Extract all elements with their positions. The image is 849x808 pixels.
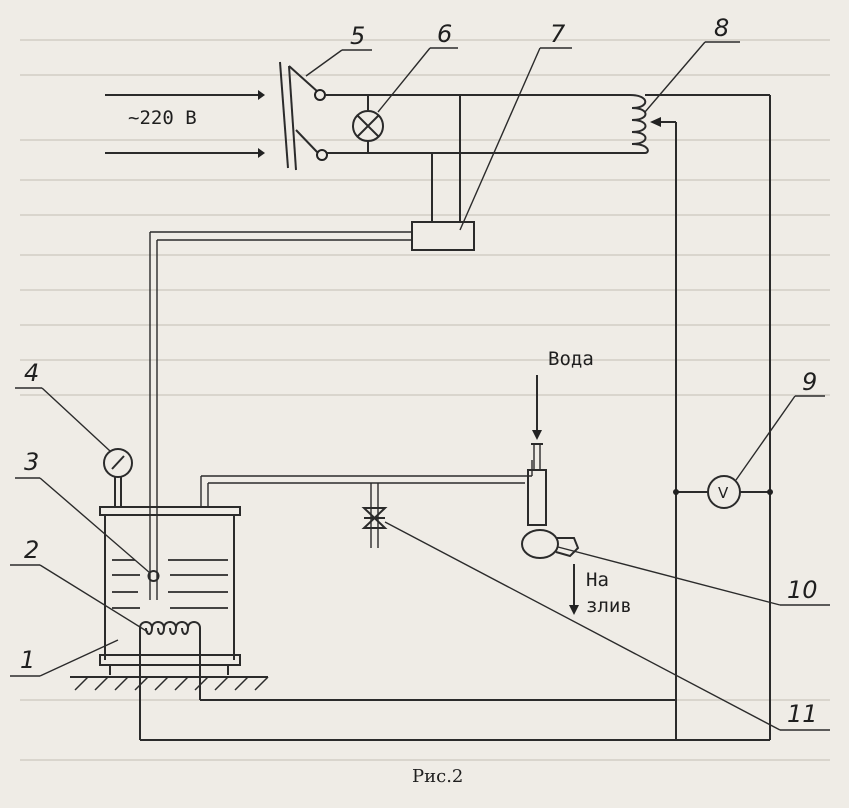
relay-block-7: [149, 95, 475, 560]
drain-label-line2: злив: [586, 595, 632, 617]
callout-6: 6: [437, 20, 452, 48]
voltmeter-9: V: [673, 475, 773, 509]
callout-1: 1: [20, 646, 35, 674]
autotransformer-8: [629, 94, 677, 740]
callout-5: 5: [350, 22, 365, 50]
water-inlet-label: Вода: [548, 348, 594, 370]
callout-labels: 1 2 3 4 5 6 7 8 9 10 11: [20, 14, 818, 728]
switch-5: [279, 61, 328, 171]
power-supply-input: ~220 B: [105, 90, 265, 158]
indicator-lamp-6: [352, 95, 384, 153]
callout-7: 7: [550, 20, 566, 48]
callout-2: 2: [24, 536, 39, 564]
background-scan-lines: [20, 39, 830, 761]
supply-voltage-label: ~220 B: [128, 107, 197, 129]
supply-bus-wires: [325, 94, 771, 740]
contact-thermometer-3: [147, 560, 160, 600]
callout-9: 9: [802, 368, 817, 396]
pressure-gauge-4: [103, 448, 133, 507]
vessel-1: [70, 506, 269, 691]
callout-11: 11: [787, 700, 818, 728]
condenser-10: Вода На злив: [521, 348, 632, 617]
callout-10: 10: [787, 576, 818, 604]
voltmeter-symbol: V: [718, 484, 729, 502]
callout-4: 4: [24, 359, 39, 387]
drain-label-line1: На: [586, 569, 609, 591]
callout-leaders: [10, 41, 830, 731]
steam-pipe: [200, 460, 533, 507]
figure-caption: Рис.2: [412, 766, 463, 787]
callout-3: 3: [24, 448, 39, 476]
heater-coil-2: [139, 621, 770, 741]
callout-8: 8: [714, 14, 729, 42]
valve-11: [361, 483, 388, 548]
